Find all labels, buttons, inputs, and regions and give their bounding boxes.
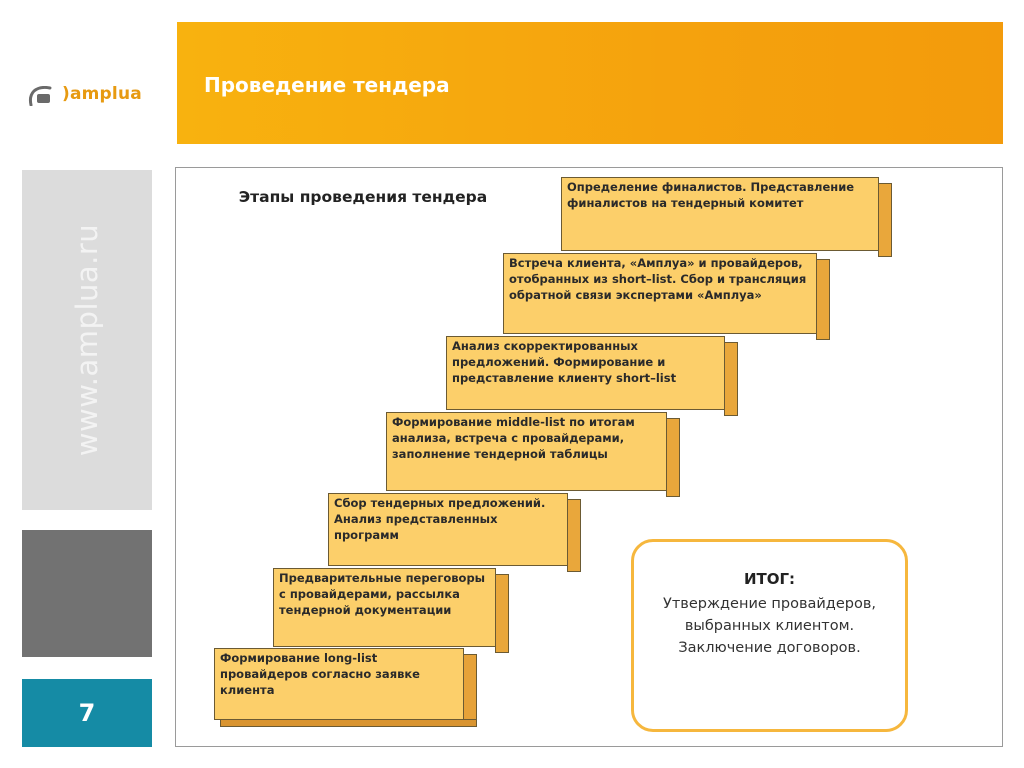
step-1-text: Формирование long-list провайдеров согла…	[220, 651, 420, 697]
page-number: 7	[22, 679, 152, 747]
result-text: Утверждение провайдеров, выбранных клиен…	[663, 596, 876, 656]
step-6-text: Встреча клиента, «Амплуа» и провайдеров,…	[509, 256, 807, 302]
diagram-title: Этапы проведения тендера	[238, 188, 488, 206]
step-4-text: Формирование middle-list по итогам анали…	[392, 415, 635, 461]
website-url: www.amplua.ru	[70, 223, 104, 457]
amplua-logo: )amplua	[28, 84, 158, 108]
logo-text: )amplua	[62, 84, 142, 104]
step-2-text: Предварительные переговоры с провайдерам…	[279, 571, 486, 617]
amplua-logo-icon	[28, 86, 52, 106]
result-title: ИТОГ:	[743, 570, 796, 588]
sidebar-url-panel: www.amplua.ru	[22, 170, 152, 510]
step-3-text: Сбор тендерных предложений. Анализ предс…	[334, 496, 546, 542]
slide-title: Проведение тендера	[204, 73, 450, 97]
result-box: ИТОГ: Утверждение провайдеров, выбранных…	[631, 539, 908, 732]
step-5-text: Анализ скорректированных предложений. Фо…	[452, 339, 677, 385]
slide-header: Проведение тендера	[177, 22, 1003, 144]
sidebar-dark-block	[22, 530, 152, 657]
step-7-text: Определение финалистов. Представление фи…	[567, 180, 855, 210]
